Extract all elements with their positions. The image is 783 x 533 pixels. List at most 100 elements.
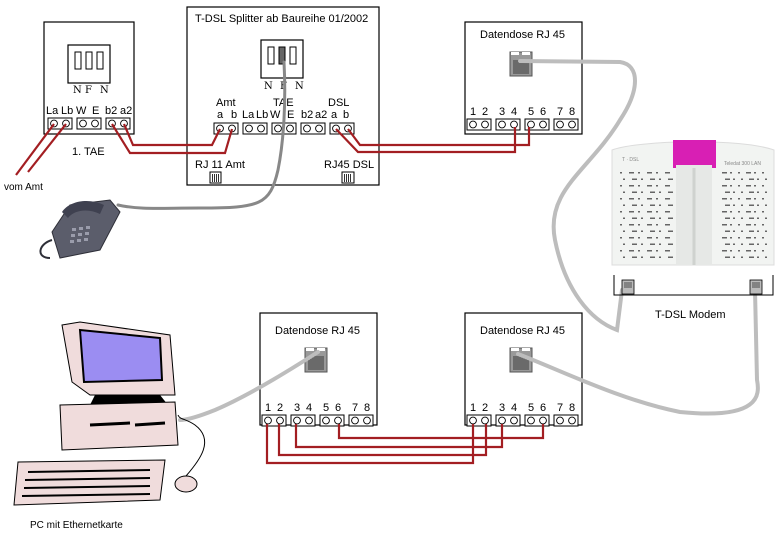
tae-socket-label-n1: N bbox=[73, 85, 82, 96]
tae-terminal-label: a2 bbox=[120, 105, 132, 117]
splitter-terminal-label: W bbox=[270, 109, 281, 121]
modem-label: T-DSL Modem bbox=[655, 309, 726, 321]
cable-phone-to-splitter bbox=[116, 60, 287, 210]
tae-terminal-label: Lb bbox=[61, 105, 73, 117]
wire-pin6-to-pin6 bbox=[337, 424, 545, 440]
cable-datendose-to-modem bbox=[518, 59, 637, 333]
datendose-pin-label: 2 bbox=[277, 402, 283, 414]
terminal-screw bbox=[510, 416, 518, 425]
splitter-terminal-label: a bbox=[331, 109, 338, 121]
splitter-terminal-label: a bbox=[217, 109, 224, 121]
datendose-pin-label: 1 bbox=[265, 402, 271, 414]
modem-device: T · DSL Teledat 300 LAN T-DSL Modem bbox=[611, 140, 775, 321]
modem-brand-right: Teledat 300 LAN bbox=[724, 161, 761, 167]
datendose-title: Datendose RJ 45 bbox=[480, 29, 565, 41]
wire-pin2-to-pin2 bbox=[277, 424, 488, 457]
terminal-screw bbox=[510, 120, 518, 129]
splitter-port-rj45-label: RJ45 DSL bbox=[324, 159, 374, 171]
modem-led-panel bbox=[673, 140, 716, 168]
splitter-socket-label-n2: N bbox=[295, 81, 304, 92]
datendose-pin-label: 2 bbox=[482, 106, 488, 118]
tae-socket-icon bbox=[74, 51, 104, 70]
pc-label: PC mit Ethernetkarte bbox=[30, 520, 123, 531]
wire-pin3-to-pin3 bbox=[294, 424, 504, 449]
telephone-icon bbox=[39, 199, 121, 259]
tae-socket-label-n2: N bbox=[100, 85, 109, 96]
splitter-terminal-label: b bbox=[343, 109, 349, 121]
splitter-port-rj11-label: RJ 11 Amt bbox=[195, 159, 245, 171]
terminal-screw bbox=[334, 416, 342, 425]
datendose-pin-label: 1 bbox=[470, 402, 476, 414]
terminal-block bbox=[466, 414, 492, 427]
datendose-pin-label: 5 bbox=[323, 402, 329, 414]
datendose-pin-label: 2 bbox=[482, 402, 488, 414]
terminal-screw bbox=[568, 416, 576, 425]
datendose-pin-label: 8 bbox=[364, 402, 370, 414]
tae-socket-label-f: F bbox=[85, 85, 92, 96]
rj45-jack-icon bbox=[304, 347, 328, 373]
splitter-terminal-label: b2 bbox=[301, 109, 313, 121]
datendose-title: Datendose RJ 45 bbox=[275, 325, 360, 337]
vom-amt-label: vom Amt bbox=[4, 182, 43, 193]
splitter-title: T-DSL Splitter ab Baureihe 01/2002 bbox=[195, 13, 368, 25]
wire-splitter-b-to-dd-pin5 bbox=[347, 127, 531, 147]
modem-brand-left: T · DSL bbox=[622, 157, 639, 163]
datendose-pin-label: 4 bbox=[511, 402, 517, 414]
tae-title: 1. TAE bbox=[72, 146, 105, 158]
wire-tae-a2-to-splitter-a bbox=[122, 123, 221, 147]
terminal-screw bbox=[498, 120, 506, 129]
terminal-block bbox=[553, 414, 579, 427]
datendose-pin-label: 6 bbox=[540, 106, 546, 118]
terminal-screw bbox=[556, 120, 564, 129]
tae-terminal-label: b2 bbox=[105, 105, 117, 117]
datendose-pin-label: 4 bbox=[306, 402, 312, 414]
splitter-socket-label-n1: N bbox=[264, 81, 273, 92]
terminal-screw bbox=[556, 416, 564, 425]
rj45-jack-icon bbox=[341, 171, 355, 184]
terminal-screw bbox=[469, 120, 477, 129]
terminal-block bbox=[495, 414, 521, 427]
datendose-pin-label: 8 bbox=[569, 402, 575, 414]
red-wires bbox=[15, 123, 545, 465]
terminal-block bbox=[319, 414, 345, 427]
terminal-screw bbox=[527, 416, 535, 425]
terminal-block bbox=[495, 118, 521, 131]
rj45-jack-icon bbox=[509, 51, 533, 77]
splitter-box: T-DSL Splitter ab Baureihe 01/2002 N F N… bbox=[186, 6, 380, 186]
modem-port-left-icon bbox=[621, 279, 635, 295]
terminal-block bbox=[524, 118, 550, 131]
datendose-pin-label: 5 bbox=[528, 402, 534, 414]
tae-box: N F N La Lb W E b2 a2 1. TAE bbox=[43, 21, 135, 158]
terminal-screw bbox=[264, 416, 272, 425]
splitter-socket-icon bbox=[267, 46, 297, 65]
wire-splitter-a-to-dd-pin4 bbox=[335, 127, 517, 154]
cable-datendose-to-pc bbox=[178, 350, 320, 422]
splitter-group-dsl: DSL bbox=[328, 97, 349, 109]
terminal-screw bbox=[469, 416, 477, 425]
splitter-terminal-label: a2 bbox=[315, 109, 327, 121]
terminal-screw bbox=[568, 120, 576, 129]
terminal-block bbox=[553, 118, 579, 131]
rj11-jack-icon bbox=[209, 171, 222, 184]
wire-tae-b2-to-splitter-b bbox=[111, 123, 234, 155]
datendose-pin-label: 1 bbox=[470, 106, 476, 118]
splitter-terminal-label: La bbox=[242, 109, 255, 121]
datendose-pin-label: 3 bbox=[499, 106, 505, 118]
splitter-group-amt: Amt bbox=[216, 97, 236, 109]
wire-pin1-to-pin1 bbox=[265, 424, 475, 465]
datendose-pin-label: 6 bbox=[335, 402, 341, 414]
datendose-pin-label: 7 bbox=[557, 106, 563, 118]
datendose-pin-label: 3 bbox=[294, 402, 300, 414]
terminal-screw bbox=[481, 416, 489, 425]
terminal-screw bbox=[293, 416, 301, 425]
datendose-pin-label: 3 bbox=[499, 402, 505, 414]
terminal-screw bbox=[363, 416, 371, 425]
wire-vom-amt-lb bbox=[27, 123, 67, 173]
datendose-pin-label: 7 bbox=[557, 402, 563, 414]
datendose-pin-label: 6 bbox=[540, 402, 546, 414]
datendose-pin-label: 4 bbox=[511, 106, 517, 118]
terminal-block bbox=[524, 414, 550, 427]
